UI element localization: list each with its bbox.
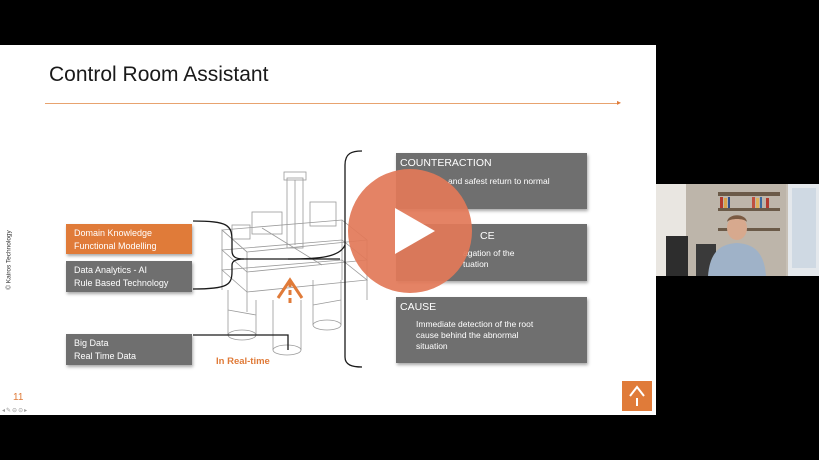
box-line: situation: [416, 341, 448, 351]
view-icon[interactable]: ⊖: [12, 408, 19, 414]
play-icon[interactable]: [395, 208, 435, 254]
presentation-slide: Control Room Assistant ▸ © Kairos Techno…: [0, 45, 656, 415]
box-line: Data Analytics - AI: [74, 265, 148, 275]
presenter-webcam: [656, 184, 819, 276]
nav-arrow-icon[interactable]: ◂: [2, 408, 7, 414]
presenter-video: [656, 184, 819, 276]
data-analytics-box: Data Analytics - AI Rule Based Technolog…: [66, 261, 192, 292]
domain-knowledge-box: Domain Knowledge Functional Modelling: [66, 224, 192, 254]
box-title: CE: [480, 230, 495, 242]
nav-arrow-icon[interactable]: ▸: [24, 408, 29, 414]
box-line: Functional Modelling: [74, 241, 157, 251]
box-line: Real Time Data: [74, 351, 137, 361]
box-line: Big Data: [74, 338, 109, 348]
play-button[interactable]: [348, 169, 472, 293]
page-number: 11: [13, 392, 24, 403]
box-description: Immediate detection of the root cause be…: [416, 319, 566, 352]
connector-lines: [192, 150, 363, 368]
box-line: Immediate detection of the root: [416, 319, 534, 329]
divider-arrow-icon: ▸: [617, 98, 622, 107]
box-line: cause behind the abnormal: [416, 330, 519, 340]
box-line: and safest return to normal: [448, 176, 550, 186]
menu-icon[interactable]: ⊝: [18, 408, 25, 414]
logo-icon: [622, 381, 652, 411]
box-line: Rule Based Technology: [74, 278, 169, 288]
box-description: agation of the tuation: [463, 248, 613, 270]
big-data-box: Big Data Real Time Data: [66, 334, 192, 365]
box-line: agation of the: [463, 248, 515, 258]
cause-box: CAUSE Immediate detection of the root ca…: [396, 297, 587, 363]
box-line: Domain Knowledge: [74, 228, 153, 238]
slide-title: Control Room Assistant: [49, 63, 269, 86]
realtime-label: In Real-time: [216, 356, 270, 367]
box-title: CAUSE: [400, 301, 437, 313]
slide-nav-controls[interactable]: ◂✎⊖⊝▸: [2, 407, 28, 414]
pen-icon[interactable]: ✎: [6, 408, 13, 414]
box-title: COUNTERACTION: [400, 157, 492, 169]
title-divider: [45, 103, 619, 104]
logo-mark: [629, 385, 645, 406]
box-line: tuation: [463, 259, 489, 269]
box-description: and safest return to normal: [448, 176, 598, 187]
